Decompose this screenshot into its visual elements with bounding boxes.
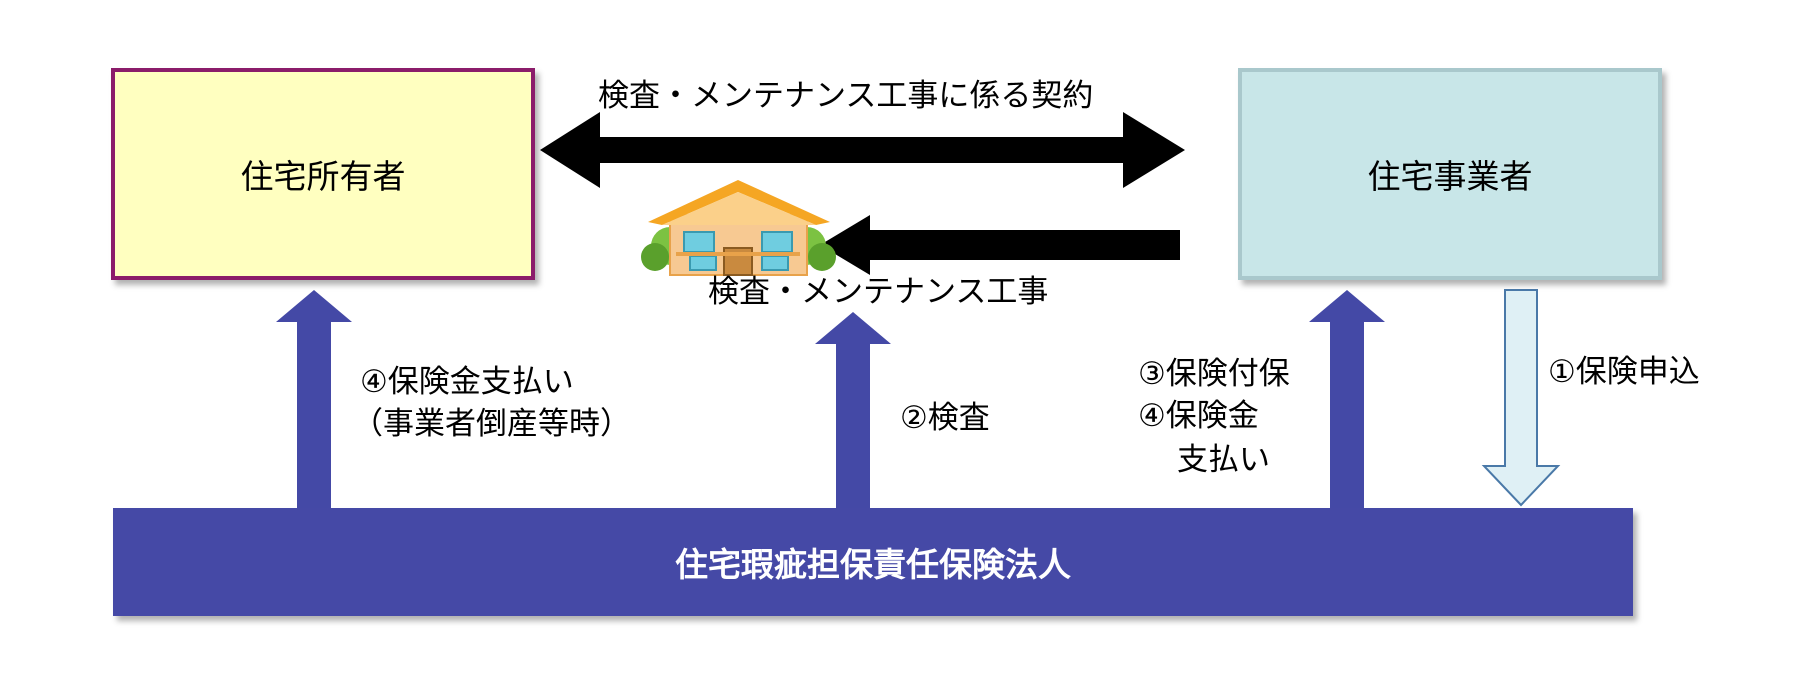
payout-owner-label-1: ④保険金支払い	[360, 364, 574, 400]
contract-label: 検査・メンテナンス工事に係る契約	[598, 78, 1094, 114]
corporation-box	[113, 508, 1633, 616]
attach-label-1: ③保険付保	[1138, 356, 1290, 392]
payout-owner-label-2: （事業者倒産等時）	[352, 406, 631, 442]
inspection-arrow	[815, 312, 891, 508]
work-arrow	[820, 215, 1180, 275]
owner-label: 住宅所有者	[240, 157, 406, 196]
owner-box	[111, 68, 535, 280]
business-box	[1238, 68, 1662, 280]
inspection-label: ②検査	[900, 400, 990, 436]
attach-label-3: 支払い	[1177, 442, 1270, 478]
business-label: 住宅事業者	[1367, 157, 1533, 196]
payout-owner-arrow	[276, 290, 352, 508]
work-label: 検査・メンテナンス工事	[708, 274, 1049, 310]
attach-arrow	[1309, 290, 1385, 508]
attach-label-2: ④保険金	[1138, 398, 1259, 434]
apply-label: ①保険申込	[1548, 354, 1700, 390]
house-icon	[641, 180, 836, 276]
corporation-label: 住宅瑕疵担保責任保険法人	[675, 545, 1071, 584]
contract-double-arrow	[540, 112, 1185, 188]
apply-arrow	[1481, 289, 1561, 507]
